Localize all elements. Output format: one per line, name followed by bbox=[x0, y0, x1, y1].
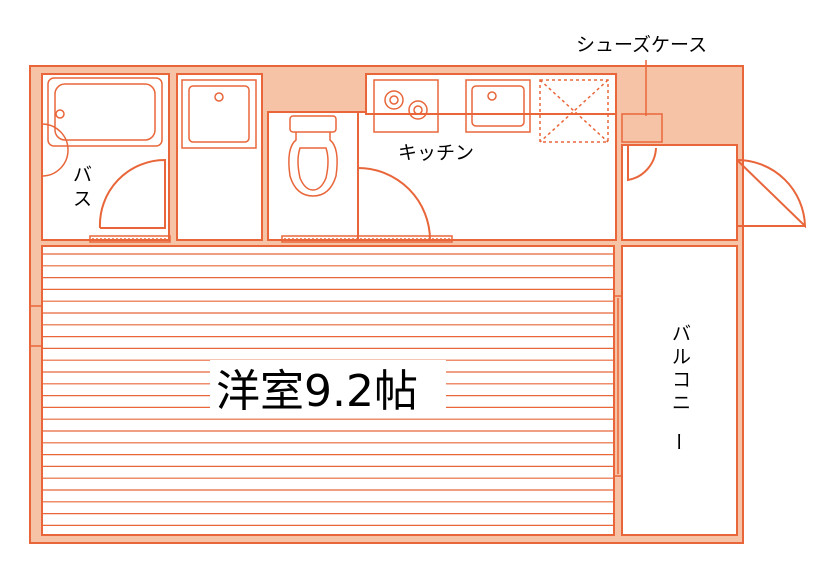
left-window bbox=[29, 305, 43, 347]
toilet-door bbox=[357, 167, 431, 241]
bathtub bbox=[41, 77, 163, 177]
shoe-case-label: シューズケース bbox=[576, 34, 707, 56]
refrigerator-space bbox=[539, 79, 609, 143]
sliding-door-bath bbox=[89, 235, 171, 243]
shoe-case bbox=[621, 113, 663, 143]
entrance bbox=[621, 144, 738, 241]
bath-label-line1: バ bbox=[73, 164, 92, 186]
kitchen-label: キッチン bbox=[398, 142, 474, 164]
bath-door bbox=[98, 158, 166, 229]
balcony-label: バルコニー bbox=[667, 323, 691, 451]
entrance-inner-door bbox=[627, 146, 657, 182]
washbasin bbox=[181, 79, 257, 149]
toilet-room bbox=[267, 111, 359, 241]
kitchen-area bbox=[357, 111, 617, 241]
bath-label-line2: ス bbox=[73, 188, 92, 210]
balcony bbox=[621, 245, 738, 536]
kitchen-sink bbox=[465, 79, 531, 133]
balcony-window bbox=[613, 295, 623, 477]
front-door bbox=[736, 159, 807, 229]
sliding-door-hall bbox=[281, 235, 453, 243]
toilet bbox=[288, 115, 338, 197]
room-label-background bbox=[210, 360, 446, 418]
stove bbox=[373, 79, 439, 133]
bath-room bbox=[41, 73, 170, 241]
room-label: 洋室9.2帖 bbox=[216, 366, 418, 417]
